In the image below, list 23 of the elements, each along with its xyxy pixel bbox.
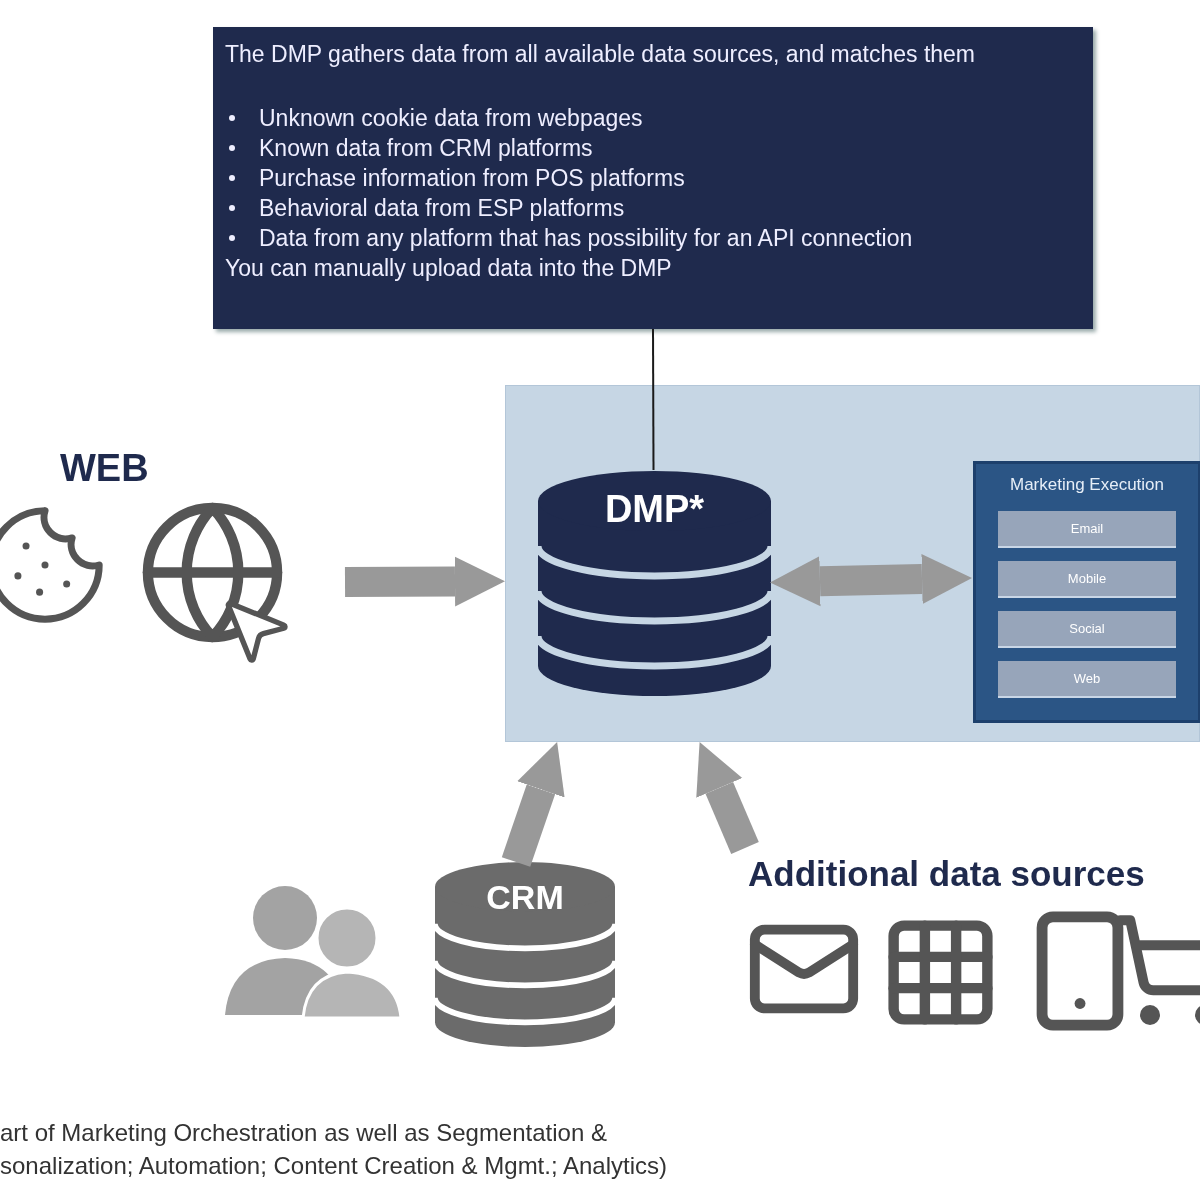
section-heading: WEB — [60, 446, 149, 491]
block-arrow — [501, 742, 565, 867]
dmp-panel — [505, 385, 1200, 742]
bullet-item: Known data from CRM platforms — [259, 134, 593, 163]
channel-bar: Social — [998, 611, 1176, 648]
bullet-item: Purchase information from POS platforms — [259, 164, 685, 193]
panel-heading: Marketing Execution — [1009, 474, 1165, 496]
channel-bar: Mobile — [998, 561, 1176, 598]
info-heading: The DMP gathers data from all available data sources, and matches them — [225, 40, 976, 69]
section-heading: Additional data sources — [748, 853, 1145, 895]
channel-bar: Web — [998, 661, 1176, 698]
block-arrow — [696, 742, 759, 854]
block-arrow — [770, 554, 972, 607]
channel-bar: Email — [998, 511, 1176, 548]
footnote: art of Marketing Orchestration as well as Segmentation & sonalization; Automation; Content Creation & Mgmt.; Analytics) — [0, 1118, 668, 1181]
info-note: You can manually upload data into the DMP — [225, 254, 673, 283]
bullet-item: Data from any platform that has possibility for an API connection — [259, 224, 913, 253]
cylinder-label: CRM — [485, 877, 565, 918]
cylinder-label: DMP* — [603, 487, 706, 532]
bullet-item: Behavioral data from ESP platforms — [259, 194, 625, 223]
block-arrow — [344, 556, 505, 607]
connector-line — [652, 328, 655, 471]
bullet-item: Unknown cookie data from webpages — [259, 104, 643, 133]
